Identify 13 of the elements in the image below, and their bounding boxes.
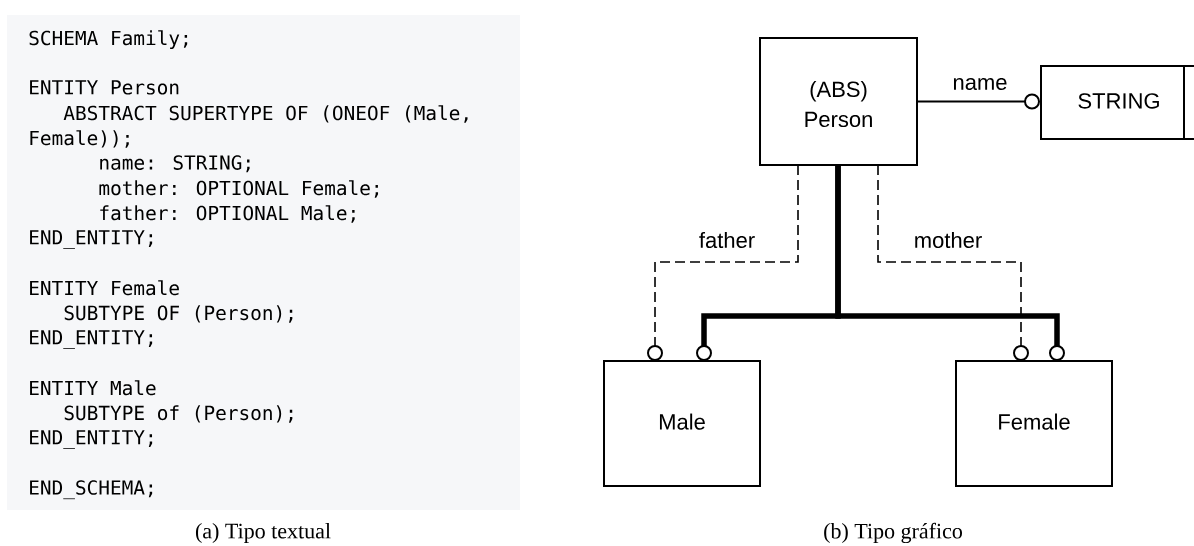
relationship-line — [917, 93, 1040, 110]
code-panel: SCHEMA Family; ENTITY Person ABSTRACT SUPERTYPE OF (ONEOF (Male, Female)); name: STRING; mother: OPTIONAL Female; father: OPTIONAL Male; END_ENTITY; ENTITY Female SUBTYPE OF (Person); END_ENTITY; ENTITY Male SUBTYPE of (Person); END_ENTITY; END_SCHEMA; — [7, 15, 520, 510]
entity-box: Female — [955, 360, 1113, 487]
type-box: STRING — [1040, 65, 1194, 140]
edge-label: mother — [912, 230, 984, 250]
subfigure-caption: (b) Tipo gráfico — [824, 522, 962, 544]
entity-box: Male — [603, 360, 761, 487]
edge-label: father — [697, 230, 757, 250]
subtype-line — [835, 165, 1065, 361]
entity-box: (ABS) Person — [759, 37, 918, 166]
relationship-line — [647, 164, 799, 361]
edge-label: name — [951, 76, 1009, 91]
relationship-line — [877, 164, 1029, 361]
